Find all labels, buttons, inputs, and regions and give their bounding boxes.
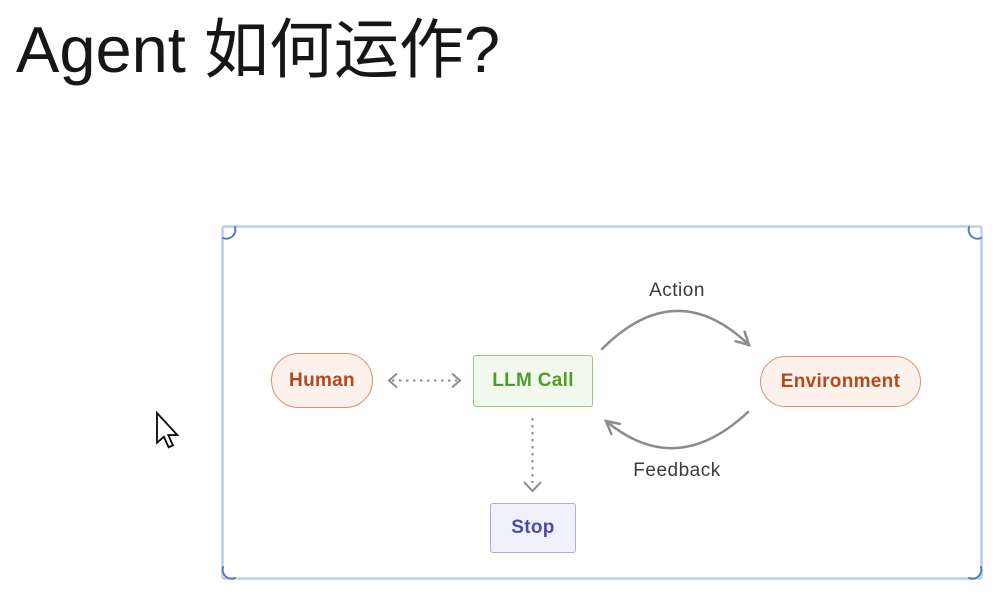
- node-stop: Stop: [490, 503, 576, 553]
- edge-label-action: Action: [649, 280, 705, 301]
- page-title: Agent 如何运作?: [16, 13, 501, 86]
- frame-corner-curl-br: [968, 566, 983, 580]
- action-arc-arrow: [600, 309, 751, 351]
- node-human: Human: [271, 353, 373, 408]
- mouse-cursor-icon: [156, 410, 180, 449]
- llm-stop-dashed-arrow: [523, 418, 542, 493]
- frame-corner-curl-tr: [967, 226, 982, 240]
- node-environment: Environment: [760, 356, 921, 407]
- frame-corner-curl-bl: [221, 566, 236, 580]
- human-llm-dashed-arrow: [387, 372, 462, 389]
- edge-label-feedback: Feedback: [633, 460, 721, 481]
- node-llm-call: LLM Call: [473, 355, 593, 407]
- frame-corner-curl-tl: [222, 226, 237, 240]
- feedback-arc-arrow: [603, 410, 750, 450]
